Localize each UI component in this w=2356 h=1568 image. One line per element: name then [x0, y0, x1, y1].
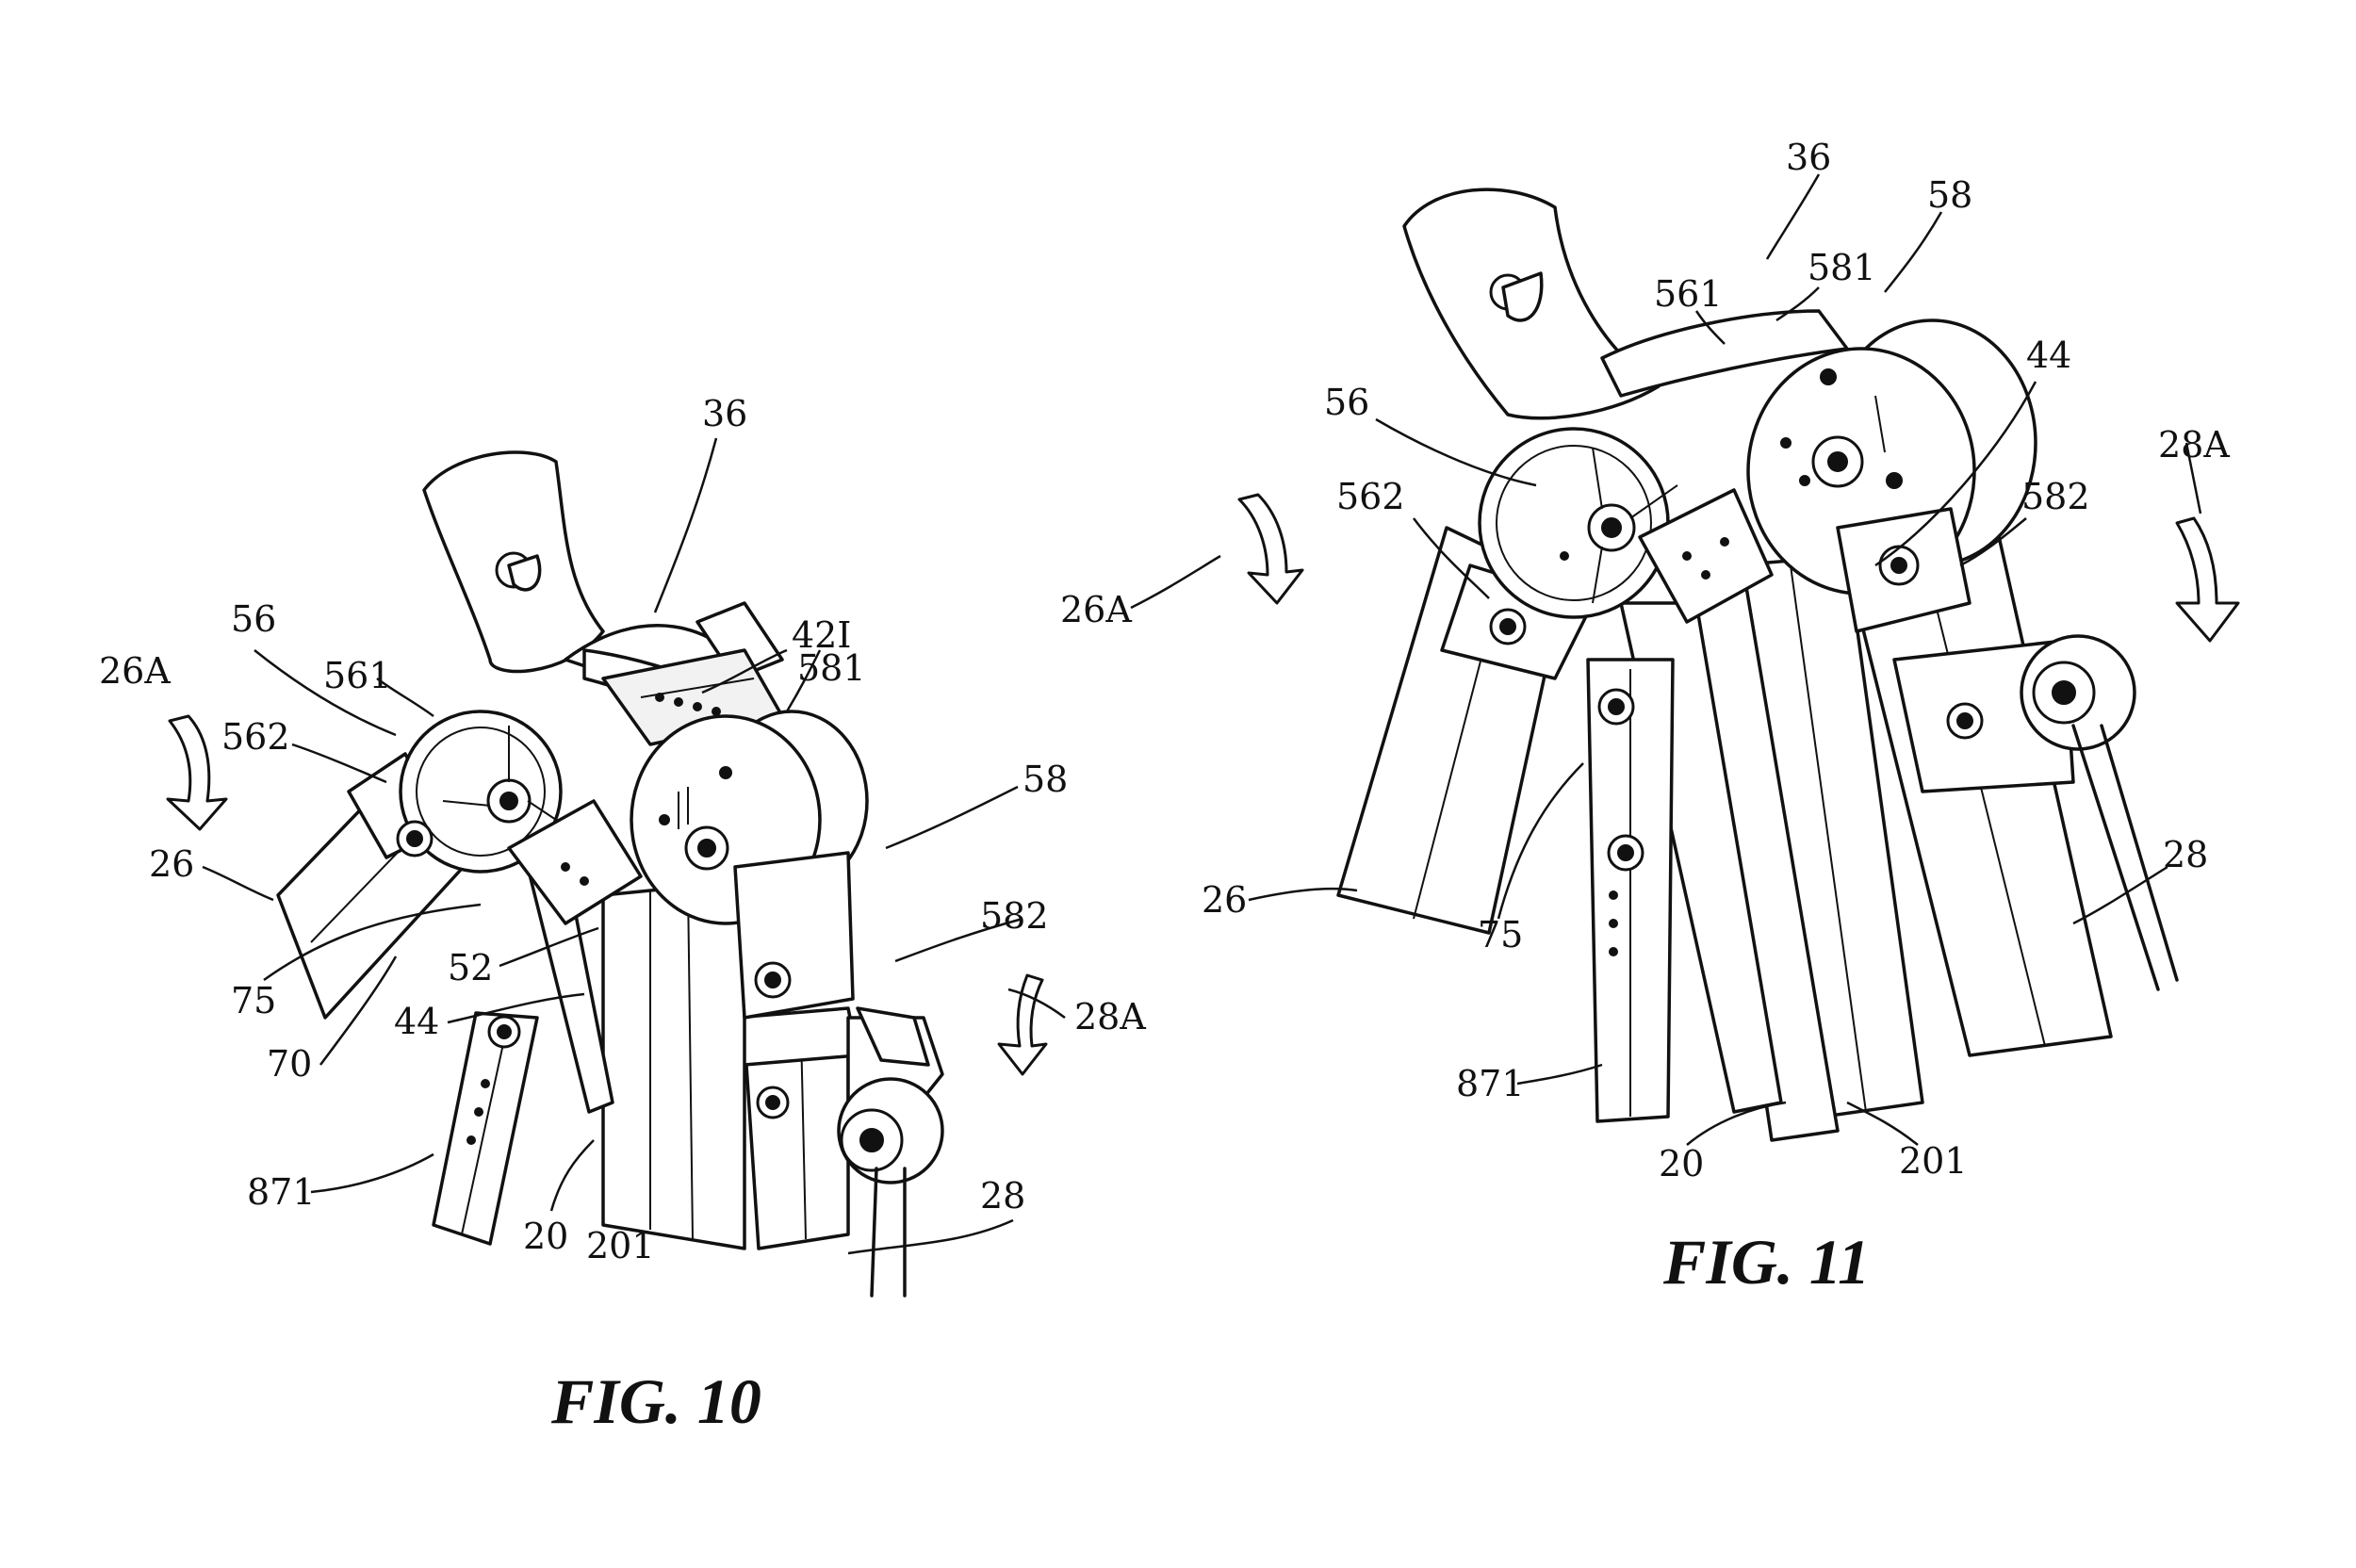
arrow-26A-fig10 — [166, 714, 228, 831]
leg-871-fig11 — [1586, 658, 1675, 1123]
ref-582-fig11: 582 — [2021, 476, 2090, 517]
leg-28-fig11 — [1836, 488, 2179, 1057]
ref-581-fig10: 581 — [797, 647, 866, 689]
hinge-56-fig11 — [1478, 427, 1678, 619]
leg-871-fig10 — [432, 1011, 539, 1246]
ref-561-fig10: 561 — [323, 655, 392, 696]
arrow-26A-fig11 — [1237, 493, 1304, 605]
ref-562-fig11: 562 — [1336, 476, 1405, 517]
post-20-fig11 — [1685, 554, 1924, 1142]
ref-28A-fig11: 28A — [2158, 424, 2230, 466]
ref-36-fig10: 36 — [702, 393, 747, 434]
ref-871-fig11: 871 — [1456, 1063, 1525, 1104]
ref-26A-fig11: 26A — [1060, 589, 1132, 630]
sleeve-582-fig10 — [733, 851, 855, 1020]
ref-36-fig11: 36 — [1786, 137, 1831, 178]
ref-58-fig10: 58 — [1023, 759, 1068, 800]
ref-28-fig10: 28 — [980, 1175, 1025, 1217]
hinge-56-fig10 — [396, 710, 563, 874]
ref-20-fig10: 20 — [523, 1216, 568, 1257]
ref-56-fig11: 56 — [1324, 382, 1369, 423]
ref-28-fig11: 28 — [2163, 834, 2208, 875]
hinge-58-fig10 — [630, 710, 869, 925]
leg-28-fig10 — [733, 1006, 944, 1298]
ref-52-fig10: 52 — [448, 947, 493, 988]
ref-56-fig10: 56 — [231, 598, 276, 640]
sleeve-582-fig11 — [1836, 507, 1972, 633]
ref-75-fig10: 75 — [231, 980, 276, 1021]
ref-201-fig11: 201 — [1899, 1140, 1968, 1182]
ref-44-fig10: 44 — [394, 1001, 439, 1042]
leaders-fig11 — [1130, 173, 2202, 1146]
ref-26A-fig10: 26A — [99, 650, 171, 692]
ref-871-fig10: 871 — [247, 1171, 316, 1213]
ref-58-fig11: 58 — [1927, 174, 1972, 216]
ref-26-fig10: 26 — [149, 843, 194, 885]
figure-caption-fig10: FIG. 10 — [550, 1365, 761, 1437]
ref-582-fig10: 582 — [980, 895, 1049, 937]
post-20-fig10 — [601, 879, 746, 1250]
ref-561-fig11: 561 — [1654, 273, 1723, 315]
ref-28A-fig10: 28A — [1074, 996, 1146, 1037]
ref-562-fig10: 562 — [221, 716, 290, 758]
ref-75-fig11: 75 — [1478, 914, 1523, 956]
arrow-28A-fig10 — [997, 973, 1048, 1076]
handle-36-fig11 — [1402, 188, 1849, 420]
ref-26-fig11: 26 — [1202, 879, 1247, 921]
ref-20-fig11: 20 — [1659, 1143, 1704, 1184]
bracket-fig11 — [1638, 488, 1774, 624]
ref-42I-fig10: 42I — [792, 614, 851, 656]
arrow-28A-fig11 — [2175, 516, 2240, 643]
figure-caption-fig11: FIG. 11 — [1662, 1226, 1870, 1298]
ref-70-fig10: 70 — [267, 1043, 312, 1085]
ref-581-fig11: 581 — [1808, 247, 1876, 288]
figure-11: 36 58 561 581 44 56 28A 562 582 26A 26 7… — [1060, 137, 2240, 1298]
leaders-fig10 — [202, 437, 1066, 1255]
bracket-52-fig10 — [507, 799, 643, 925]
ref-44-fig11: 44 — [2026, 335, 2071, 376]
ref-201-fig10: 201 — [586, 1225, 655, 1266]
figure-10: 36 42I 581 56 561 26A 562 26 58 582 52 7… — [99, 393, 1146, 1437]
